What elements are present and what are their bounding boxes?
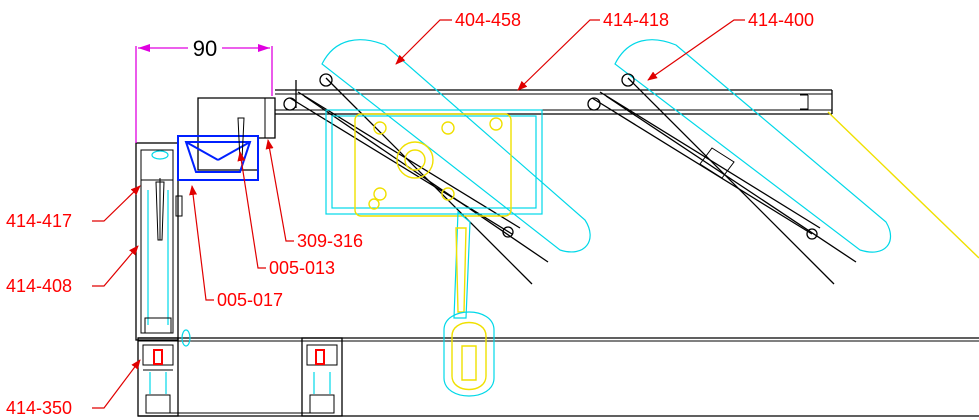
- callout-414-417: 414-417: [6, 211, 72, 231]
- callout-414-400: 414-400: [748, 10, 814, 30]
- callout-414-350: 414-350: [6, 398, 72, 418]
- callout-414-408: 414-408: [6, 276, 72, 296]
- callout-404-458: 404-458: [455, 10, 521, 30]
- left-frame: [135, 142, 191, 347]
- dimension-value: 90: [193, 36, 217, 61]
- louvre-blade-right: [587, 39, 892, 285]
- louvre-blade-left: [283, 39, 591, 285]
- top-beam: [275, 89, 979, 259]
- motor-assembly: [325, 109, 543, 397]
- bottom-frame: [137, 337, 979, 417]
- head-profile: [177, 97, 276, 181]
- callout-labels: 404-458 414-418 414-400 414-417 414-408 …: [6, 10, 814, 418]
- callout-005-013: 005-013: [269, 258, 335, 278]
- callout-414-418: 414-418: [603, 10, 669, 30]
- dimension-90: 90: [135, 34, 273, 143]
- callout-309-316: 309-316: [297, 231, 363, 251]
- callout-005-017: 005-017: [217, 290, 283, 310]
- callout-leaders: [92, 19, 745, 409]
